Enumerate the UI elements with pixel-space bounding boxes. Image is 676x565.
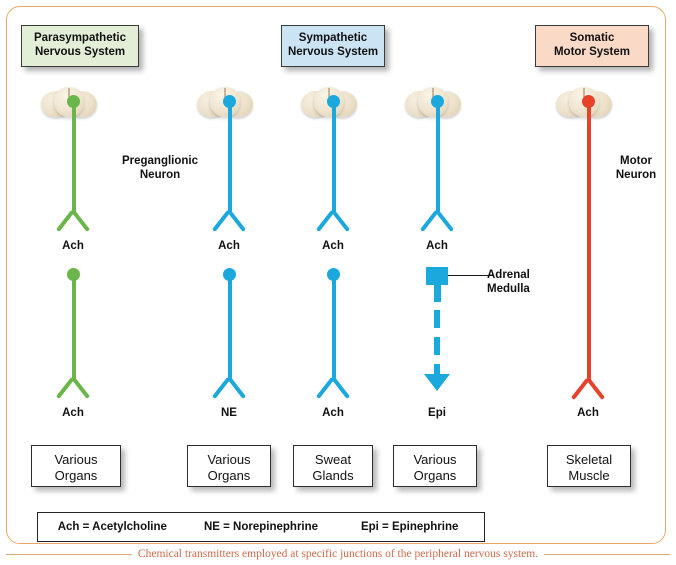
target-organ-line1: Skeletal [565, 452, 613, 467]
caption-rule-left [6, 553, 132, 555]
transmitter-label: NE [221, 407, 237, 419]
adrenal-medulla-label: Adrenal Medulla [487, 268, 569, 296]
motor-axon [586, 101, 591, 382]
target-organ-box: Various Organs [187, 445, 271, 487]
motor-neuron-label: Motor Neuron [599, 154, 673, 182]
hormone-dash [434, 364, 440, 374]
figure-frame: Parasympathetic Nervous System Sympathet… [6, 6, 666, 544]
preganglionic-axon [71, 101, 76, 214]
motor-label-line1: Motor [620, 155, 652, 167]
header-somatic-line2: Motor System [553, 45, 631, 58]
axon-terminal-fork [311, 209, 355, 234]
adrenal-label-line1: Adrenal [487, 269, 530, 281]
preganglionic-label-line2: Neuron [139, 169, 181, 181]
header-parasympathetic: Parasympathetic Nervous System [21, 25, 139, 67]
adrenal-medulla-leader-line [448, 275, 494, 277]
preganglionic-label-line1: Preganglionic [121, 155, 199, 167]
target-organ-box: Skeletal Muscle [547, 445, 631, 487]
target-organ-line2: Organs [207, 468, 251, 483]
header-sympathetic: Sympathetic Nervous System [281, 25, 385, 67]
axon-terminal-fork [566, 377, 610, 402]
axon-terminal-fork [415, 209, 459, 234]
fork-branch-left [71, 209, 90, 232]
transmitter-label: Ach [218, 240, 240, 252]
target-organ-line1: Various [54, 452, 98, 467]
transmitter-label: Ach [577, 407, 599, 419]
preganglionic-neuron-label: Preganglionic Neuron [105, 154, 215, 182]
hormone-dash [434, 310, 440, 328]
fork-branch-left [331, 209, 350, 232]
cord-fissure [328, 88, 330, 97]
cord-fissure [583, 88, 585, 97]
abbreviation-legend: Ach = Acetylcholine NE = Norepinephrine … [37, 512, 485, 542]
axon-terminal-fork [311, 376, 355, 401]
target-organ-line1: Sweat [314, 452, 352, 467]
target-organ-line1: Various [413, 452, 457, 467]
cord-fissure [432, 88, 434, 97]
legend-item-ne: NE = Norepinephrine [203, 521, 319, 533]
fork-branch-left [331, 376, 350, 399]
preganglionic-axon [435, 101, 440, 214]
axon-terminal-fork [51, 376, 95, 401]
legend-item-epi: Epi = Epinephrine [360, 521, 459, 533]
epinephrine-arrowhead [424, 374, 450, 391]
adrenal-medulla-block [426, 267, 448, 285]
header-parasympathetic-line1: Parasympathetic [33, 32, 127, 44]
motor-label-line2: Neuron [615, 169, 657, 181]
postganglionic-axon [71, 274, 76, 381]
header-sympathetic-line2: Nervous System [287, 45, 379, 58]
caption-rule-right [544, 553, 670, 555]
transmitter-label: Ach [62, 407, 84, 419]
adrenal-label-line2: Medulla [487, 283, 530, 295]
axon-terminal-fork [207, 376, 251, 401]
cord-fissure [68, 88, 70, 97]
axon-terminal-fork [207, 209, 251, 234]
adrenal-medulla-stem [434, 285, 441, 302]
fork-branch-left [71, 376, 90, 399]
figure-caption: Chemical transmitters employed at specif… [137, 548, 539, 560]
fork-branch-left [227, 209, 246, 232]
transmitter-label: Epi [428, 407, 446, 419]
transmitter-label: Ach [62, 240, 84, 252]
header-sympathetic-line1: Sympathetic [298, 32, 368, 44]
target-organ-box: Various Organs [31, 445, 121, 487]
header-parasympathetic-line2: Nervous System [34, 45, 126, 58]
legend-item-ach: Ach = Acetylcholine [57, 521, 167, 533]
figure-caption-row: Chemical transmitters employed at specif… [6, 545, 670, 563]
target-organ-box: Various Organs [393, 445, 477, 487]
target-organ-box: Sweat Glands [293, 445, 373, 487]
preganglionic-axon [331, 101, 336, 214]
fork-branch-left [227, 376, 246, 399]
transmitter-label: Ach [322, 240, 344, 252]
target-organ-line2: Muscle [568, 468, 610, 483]
transmitter-label: Ach [322, 407, 344, 419]
header-somatic-line1: Somatic [569, 32, 615, 44]
postganglionic-axon [331, 274, 336, 381]
cord-fissure [224, 88, 226, 97]
preganglionic-axon [227, 101, 232, 214]
target-organ-line2: Organs [413, 468, 457, 483]
fork-branch-left [586, 377, 605, 400]
fork-branch-left [435, 209, 454, 232]
transmitter-label: Ach [426, 240, 448, 252]
target-organ-line1: Various [207, 452, 251, 467]
postganglionic-axon [227, 274, 232, 381]
target-organ-line2: Organs [54, 468, 98, 483]
hormone-dash [434, 337, 440, 355]
axon-terminal-fork [51, 209, 95, 234]
target-organ-line2: Glands [312, 468, 354, 483]
header-somatic: Somatic Motor System [535, 25, 649, 67]
